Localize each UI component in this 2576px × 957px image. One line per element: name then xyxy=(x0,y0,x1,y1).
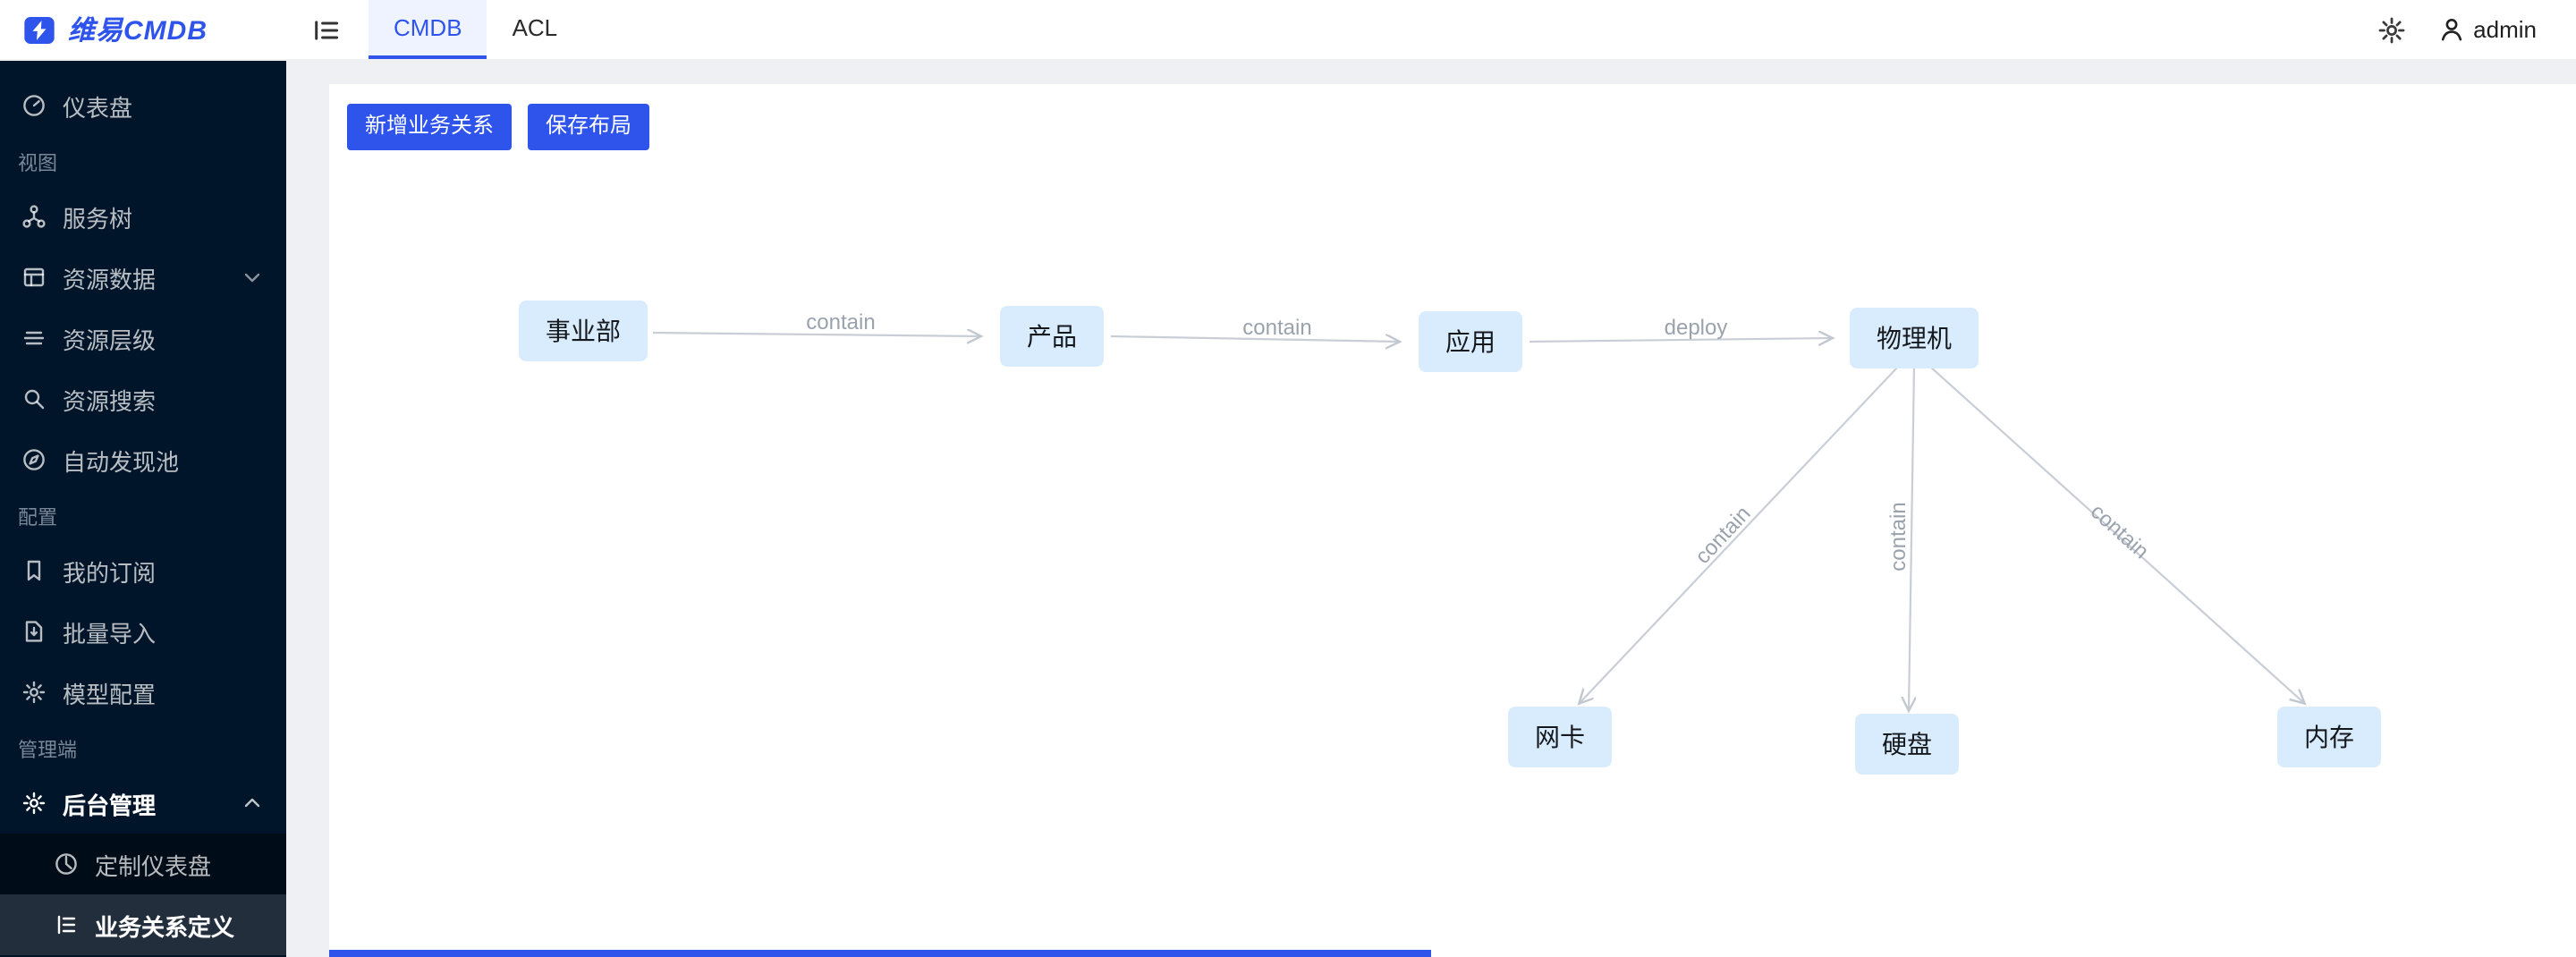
graph-node-hard-disk[interactable]: 硬盘 xyxy=(1855,714,1959,775)
sidebar-item-dashboard[interactable]: 仪表盘 xyxy=(0,75,286,136)
topbar: 维易CMDB CMDB ACL admin xyxy=(0,0,2576,61)
sidebar-item-custom-dashboard[interactable]: 定制仪表盘 xyxy=(0,834,286,894)
sidebar-item-label: 后台管理 xyxy=(63,792,157,818)
relation-canvas[interactable]: 新增业务关系 保存布局 xyxy=(329,84,2576,957)
user-menu[interactable]: admin xyxy=(2437,16,2537,43)
tree-icon xyxy=(22,205,46,228)
sidebar-item-label: 定制仪表盘 xyxy=(95,852,212,879)
app-logo[interactable]: 维易CMDB xyxy=(0,11,286,48)
sidebar-item-label: 资源层级 xyxy=(63,326,157,353)
sidebar-item-label: 我的订阅 xyxy=(63,559,157,586)
sidebar-item-label: 业务关系定义 xyxy=(95,913,235,940)
gear-icon xyxy=(22,681,46,704)
backend-admin-submenu: 定制仪表盘 业务关系定义 xyxy=(0,834,286,955)
save-layout-button[interactable]: 保存布局 xyxy=(528,104,650,150)
sidebar-item-label: 批量导入 xyxy=(63,620,157,647)
sidebar: 仪表盘 视图 服务树 资源数据 资源层级 xyxy=(0,61,286,957)
sidebar-group-config: 配置 xyxy=(18,508,57,529)
list-icon xyxy=(57,915,76,935)
user-icon xyxy=(2441,19,2462,41)
logo-icon xyxy=(24,16,55,43)
username: admin xyxy=(2473,16,2537,43)
graph-node-business-unit[interactable]: 事业部 xyxy=(519,301,648,361)
canvas-toolbar: 新增业务关系 保存布局 xyxy=(347,104,650,150)
edge-label: deploy xyxy=(1664,315,1728,340)
sidebar-item-label: 自动发现池 xyxy=(63,448,180,475)
canvas-hscrollbar[interactable] xyxy=(329,950,1431,957)
graph-node-memory[interactable]: 内存 xyxy=(2277,707,2381,767)
edge-label: contain xyxy=(2085,498,2155,564)
sidebar-group-admin: 管理端 xyxy=(18,741,77,762)
sidebar-item-service-tree[interactable]: 服务树 xyxy=(0,186,286,247)
import-file-icon xyxy=(25,621,43,642)
sidebar-item-resource-data[interactable]: 资源数据 xyxy=(0,247,286,308)
graph-edges xyxy=(652,84,2576,957)
sidebar-item-batch-import[interactable]: 批量导入 xyxy=(0,601,286,662)
graph-node-network-card[interactable]: 网卡 xyxy=(1508,707,1612,767)
chevron-up-icon xyxy=(244,798,260,808)
edge-label: contain xyxy=(1690,501,1756,569)
sidebar-item-backend-admin[interactable]: 后台管理 xyxy=(0,773,286,834)
sidebar-group-views: 视图 xyxy=(18,154,57,175)
sidebar-item-label: 资源数据 xyxy=(63,266,157,292)
graph-node-product[interactable]: 产品 xyxy=(1000,306,1104,367)
logo-text: 维易CMDB xyxy=(68,16,208,47)
sidebar-item-label: 资源搜索 xyxy=(63,387,157,414)
add-relation-button[interactable]: 新增业务关系 xyxy=(347,104,513,150)
sidebar-item-resource-level[interactable]: 资源层级 xyxy=(0,308,286,368)
search-icon xyxy=(24,389,45,410)
tab-acl[interactable]: ACL xyxy=(512,14,558,41)
sidebar-item-resource-search[interactable]: 资源搜索 xyxy=(0,368,286,429)
gear-icon xyxy=(22,792,46,815)
settings-gear-icon[interactable] xyxy=(2377,15,2405,44)
main-area: 新增业务关系 保存布局 xyxy=(286,61,2576,957)
sidebar-item-model-config[interactable]: 模型配置 xyxy=(0,662,286,723)
sidebar-item-business-relation[interactable]: 业务关系定义 xyxy=(0,894,286,955)
bookmark-icon xyxy=(27,560,41,581)
sidebar-item-my-subscription[interactable]: 我的订阅 xyxy=(0,540,286,601)
edge-label: contain xyxy=(806,309,876,335)
layers-icon xyxy=(23,331,45,345)
compass-icon xyxy=(23,449,45,470)
clock-icon xyxy=(55,853,77,875)
app-tabs: CMDB ACL xyxy=(369,0,582,59)
sidebar-item-label: 仪表盘 xyxy=(63,94,133,121)
graph-node-physical-machine[interactable]: 物理机 xyxy=(1850,308,1979,368)
gauge-icon xyxy=(23,95,45,116)
edge-label: contain xyxy=(1242,315,1312,340)
graph-node-application[interactable]: 应用 xyxy=(1419,311,1522,372)
table-icon xyxy=(23,267,45,287)
sidebar-item-label: 模型配置 xyxy=(63,681,157,707)
tab-cmdb[interactable]: CMDB xyxy=(369,0,487,59)
menu-fold-icon[interactable] xyxy=(311,15,340,44)
topbar-right: admin xyxy=(2377,15,2576,44)
sidebar-item-auto-discovery[interactable]: 自动发现池 xyxy=(0,429,286,490)
sidebar-item-label: 服务树 xyxy=(63,205,133,232)
edge-label: contain xyxy=(1885,502,1911,572)
chevron-down-icon xyxy=(244,273,260,283)
